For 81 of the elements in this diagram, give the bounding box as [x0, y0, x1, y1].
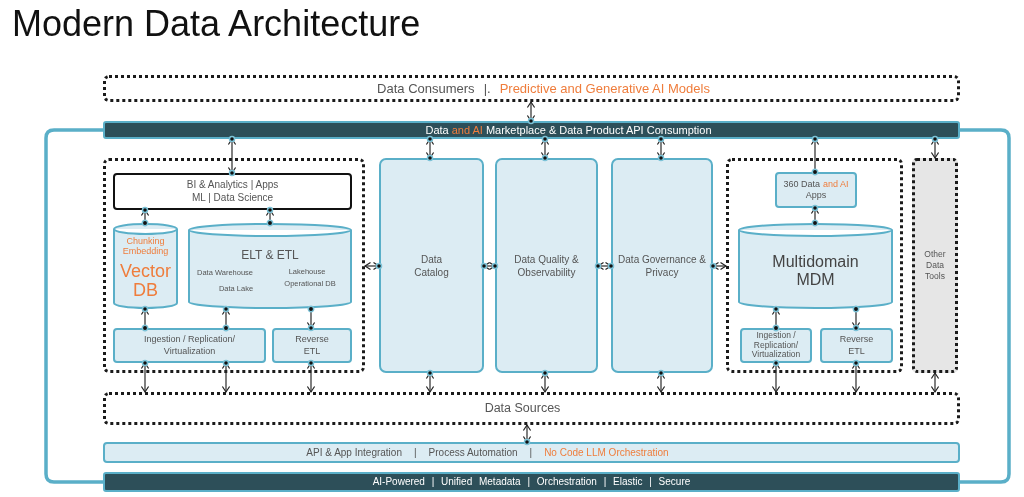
node-label: and AI — [451, 124, 483, 136]
node-label: Ingestion / Replication/ Virtualization — [750, 330, 802, 361]
node-label: Data — [425, 124, 449, 136]
double-arrow — [425, 135, 435, 162]
double-arrow — [594, 261, 615, 271]
dotted-container — [103, 158, 365, 373]
database-cylinder — [113, 223, 178, 309]
double-arrow — [930, 135, 940, 159]
process-box — [113, 173, 352, 210]
double-arrow — [522, 424, 532, 446]
arrow — [306, 305, 316, 332]
dotted-column — [912, 158, 958, 373]
marketplace-bar — [103, 121, 960, 139]
process-column — [495, 158, 598, 373]
double-arrow — [526, 101, 536, 125]
process-box — [740, 328, 812, 363]
process-box — [113, 328, 266, 363]
node-label: and AI — [823, 178, 849, 190]
node-label: Process Automation — [428, 447, 518, 458]
arrow — [810, 135, 820, 176]
node-label: API & App Integration — [306, 447, 402, 458]
node-label: Ingestion / Replication/ Virtualization — [142, 334, 237, 357]
database-cylinder — [188, 223, 352, 309]
node-label: |. — [483, 82, 491, 95]
node-label: No Code LLM Orchestration — [544, 447, 669, 458]
process-box — [272, 328, 352, 363]
node-label: BI & Analytics | Apps ML | Data Science — [185, 179, 280, 204]
double-arrow — [656, 369, 666, 393]
page-title: Modern Data Architecture — [12, 6, 421, 42]
double-arrow — [227, 135, 237, 177]
process-box — [820, 328, 893, 363]
node-label: Reverse ETL — [838, 334, 875, 357]
double-arrow — [140, 359, 150, 393]
node-label: AI-Powered | Unified Metadata | Orchestration | Elastic | Secure — [372, 477, 691, 487]
node-label: Multidomain MDM — [771, 253, 860, 289]
node-label: Marketplace & Data Product API Consumption — [485, 124, 712, 136]
platform-bar — [103, 472, 960, 492]
arrow — [221, 305, 231, 332]
double-arrow — [364, 261, 383, 271]
node-label: Other Data Tools — [923, 248, 947, 283]
node-label: 360 Data — [783, 178, 820, 190]
node-label: Data Sources — [484, 402, 561, 415]
double-arrow — [480, 261, 499, 271]
node-label: | — [413, 447, 417, 458]
node-label: Data Quality & Observability — [513, 252, 580, 279]
dotted-banner — [103, 75, 960, 102]
arrow — [265, 206, 275, 227]
node-label: Vector DB — [119, 261, 172, 302]
double-arrow — [930, 372, 940, 393]
double-arrow — [851, 359, 861, 393]
double-arrow — [306, 359, 316, 393]
process-column — [379, 158, 484, 373]
double-arrow — [221, 359, 231, 393]
node-label: Data Governance & Privacy — [617, 252, 707, 279]
double-arrow — [709, 261, 727, 271]
process-column — [611, 158, 713, 373]
connector-line — [960, 128, 1011, 484]
double-arrow — [771, 359, 781, 393]
arrow — [851, 305, 861, 332]
double-arrow — [540, 135, 550, 162]
dotted-container — [726, 158, 903, 373]
node-label: | — [529, 447, 533, 458]
connector-line — [44, 128, 103, 484]
platform-bar — [103, 442, 960, 463]
process-box — [775, 172, 857, 208]
node-label: Predictive and Generative AI Models — [499, 82, 710, 95]
double-arrow — [656, 135, 666, 162]
arrow — [140, 206, 150, 227]
node-label: Chunking Embedding — [121, 236, 170, 257]
database-cylinder — [738, 223, 893, 309]
node-label: Data Consumers — [377, 82, 475, 95]
node-label: Reverse ETL — [294, 334, 330, 357]
double-arrow — [425, 369, 435, 393]
double-arrow — [540, 369, 550, 393]
arrow — [140, 305, 150, 332]
arrow — [810, 204, 820, 227]
node-label: Data Catalog — [413, 252, 450, 279]
node-label: Apps — [805, 190, 827, 202]
dotted-band — [103, 392, 960, 425]
node-label: ELT & ETL — [241, 249, 299, 261]
arrow — [771, 305, 781, 332]
